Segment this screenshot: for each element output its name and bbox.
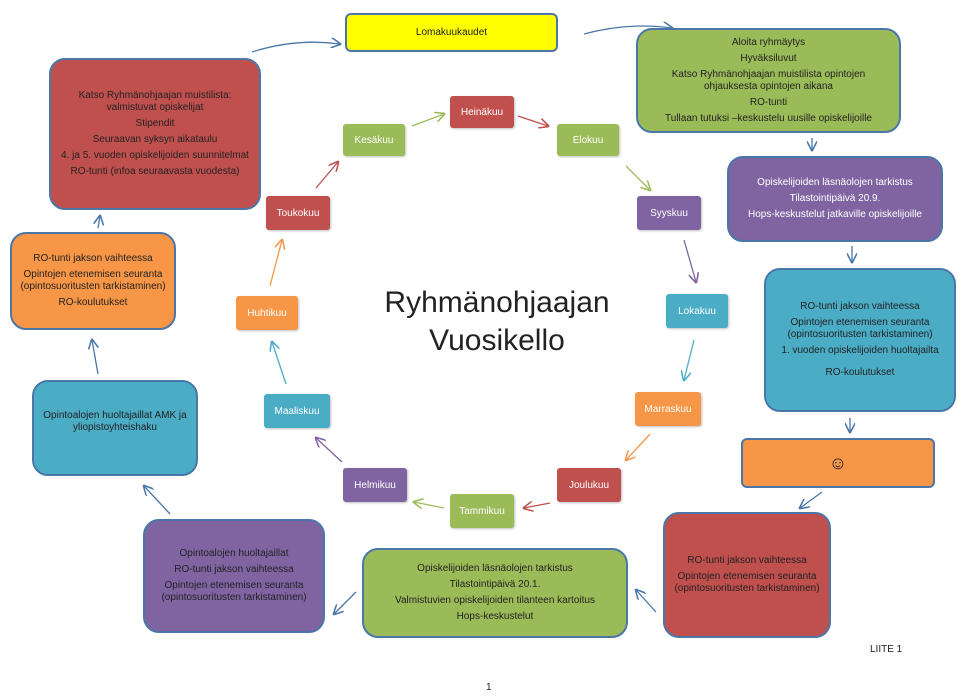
month-joulukuu: Joulukuu bbox=[557, 468, 621, 502]
toukokuu-task-5: RO-tunti (infoa seuraavasta vuodesta) bbox=[70, 166, 240, 177]
month-elokuu: Elokuu bbox=[557, 124, 619, 156]
arrow-helmikuu-maaliskuu bbox=[316, 438, 343, 463]
box-maaliskuu-tasks: Opintoalojen huoltajaillat AMK ja yliopi… bbox=[32, 380, 198, 476]
arrow-toukokuu-lomakuukaudet bbox=[251, 42, 340, 53]
diagram-title: Ryhmänohjaajan Vuosikello bbox=[372, 284, 622, 360]
elokuu-task-3: Katso Ryhmänohjaajan muistilista opintoj… bbox=[671, 68, 866, 92]
arrow-elokuu-syyskuu bbox=[625, 165, 650, 190]
arrow-maaliskuu-huhtikuu-box bbox=[92, 340, 98, 375]
box-tammikuu-tasks: Opiskelijoiden läsnäolojen tarkistus Til… bbox=[362, 548, 628, 638]
arrow-heinakuu-elokuu bbox=[517, 115, 548, 126]
arrow-huhtikuu-toukokuu-box bbox=[98, 216, 100, 229]
huhtikuu-task-1: RO-tunti jakson vaihteessa bbox=[33, 253, 153, 264]
month-marraskuu: Marraskuu bbox=[635, 392, 701, 426]
smiley-icon: ☺ bbox=[828, 453, 848, 473]
box-elokuu-tasks: Aloita ryhmäytys Hyväksiluvut Katso Ryhm… bbox=[636, 28, 901, 133]
lokakuu-task-4: RO-koulutukset bbox=[825, 367, 895, 378]
tammikuu-task-3: Valmistuvien opiskelijoiden tilanteen ka… bbox=[395, 595, 595, 606]
arrow-syyskuu-lokakuu bbox=[683, 239, 696, 282]
month-kesakuu: Kesäkuu bbox=[343, 124, 405, 156]
toukokuu-task-3: Seuraavan syksyn aikataulu bbox=[92, 134, 218, 145]
box-helmikuu-tasks: Opintoalojen huoltajaillat RO-tunti jaks… bbox=[143, 519, 325, 633]
joulukuu-task-2: Opintojen etenemisen seuranta (opintosuo… bbox=[674, 571, 820, 594]
syyskuu-task-2: Tilastointipäivä 20.9. bbox=[789, 193, 881, 204]
page-number: 1 bbox=[486, 682, 492, 693]
arrow-joulukuu-tammikuu bbox=[524, 503, 551, 508]
box-huhtikuu-tasks: RO-tunti jakson vaihteessa Opintojen ete… bbox=[10, 232, 176, 330]
arrow-maaliskuu-huhtikuu bbox=[272, 342, 287, 385]
box-syyskuu-tasks: Opiskelijoiden läsnäolojen tarkistus Til… bbox=[727, 156, 943, 242]
huhtikuu-task-3: RO-koulutukset bbox=[58, 297, 128, 308]
syyskuu-task-3: Hops-keskustelut jatkaville opiskelijoil… bbox=[748, 209, 922, 220]
maaliskuu-task-1: Opintoalojen huoltajaillat AMK ja yliopi… bbox=[43, 410, 187, 433]
title-line-2: Vuosikello bbox=[429, 324, 565, 357]
tammikuu-task-4: Hops-keskustelut bbox=[456, 611, 534, 622]
elokuu-task-4: RO-tunti bbox=[749, 96, 788, 108]
syyskuu-task-1: Opiskelijoiden läsnäolojen tarkistus bbox=[757, 177, 913, 188]
box-toukokuu-tasks: Katso Ryhmänohjaajan muistilista: valmis… bbox=[49, 58, 261, 210]
tammikuu-task-1: Opiskelijoiden läsnäolojen tarkistus bbox=[417, 563, 573, 574]
month-maaliskuu: Maaliskuu bbox=[264, 394, 330, 428]
month-tammikuu: Tammikuu bbox=[450, 494, 514, 528]
elokuu-task-2: Hyväksiluvut bbox=[740, 52, 797, 64]
box-lomakuukaudet: Lomakuukaudet bbox=[345, 13, 558, 52]
month-huhtikuu: Huhtikuu bbox=[236, 296, 298, 330]
title-line-1: Ryhmänohjaajan bbox=[384, 286, 610, 319]
arrow-marraskuu-joulukuu bbox=[626, 433, 651, 460]
elokuu-task-1: Aloita ryhmäytys bbox=[731, 36, 806, 48]
elokuu-task-5: Tullaan tutuksi –keskustelu uusille opis… bbox=[665, 112, 872, 124]
toukokuu-task-2: Stipendit bbox=[135, 118, 175, 129]
toukokuu-task-4: 4. ja 5. vuoden opiskelijoiden suunnitel… bbox=[61, 150, 249, 161]
arrow-kesakuu-heinakuu bbox=[411, 114, 444, 127]
arrow-tammikuu-helmikuu-box bbox=[334, 591, 357, 614]
box-lokakuu-tasks: RO-tunti jakson vaihteessa Opintojen ete… bbox=[764, 268, 956, 412]
arrow-marraskuu-joulukuu-box bbox=[800, 491, 823, 508]
box-lomakuukaudet-text: Lomakuukaudet bbox=[415, 26, 488, 38]
lokakuu-task-2: Opintojen etenemisen seuranta (opintosuo… bbox=[787, 317, 933, 340]
month-helmikuu: Helmikuu bbox=[343, 468, 407, 502]
arrow-tammikuu-helmikuu bbox=[414, 502, 445, 508]
toukokuu-task-1: Katso Ryhmänohjaajan muistilista: valmis… bbox=[78, 90, 232, 113]
helmikuu-task-3: Opintojen etenemisen seuranta (opintosuo… bbox=[161, 580, 307, 603]
month-syyskuu: Syyskuu bbox=[637, 196, 701, 230]
huhtikuu-task-2: Opintojen etenemisen seuranta (opintosuo… bbox=[20, 269, 166, 292]
lokakuu-task-3: 1. vuoden opiskelijoiden huoltajailta bbox=[781, 345, 939, 356]
arrow-helmikuu-maaliskuu-box bbox=[144, 486, 171, 515]
helmikuu-task-2: RO-tunti jakson vaihteessa bbox=[174, 564, 294, 575]
joulukuu-task-1: RO-tunti jakson vaihteessa bbox=[687, 555, 807, 566]
appendix-label: LIITE 1 bbox=[870, 644, 903, 655]
arrow-lokakuu-marraskuu bbox=[684, 339, 695, 380]
arrow-toukokuu-kesakuu bbox=[315, 162, 338, 189]
month-heinakuu: Heinäkuu bbox=[450, 96, 514, 128]
arrow-lomakuukaudet-elokuu bbox=[583, 26, 672, 35]
tammikuu-task-2: Tilastointipäivä 20.1. bbox=[449, 579, 541, 590]
box-marraskuu-tasks: ☺ bbox=[741, 438, 935, 488]
month-toukokuu: Toukokuu bbox=[266, 196, 330, 230]
box-joulukuu-tasks: RO-tunti jakson vaihteessa Opintojen ete… bbox=[663, 512, 831, 638]
arrow-huhtikuu-toukokuu bbox=[269, 240, 282, 287]
lokakuu-task-1: RO-tunti jakson vaihteessa bbox=[800, 301, 920, 312]
month-lokakuu: Lokakuu bbox=[666, 294, 728, 328]
arrow-joulukuu-tammikuu-box bbox=[636, 590, 657, 613]
helmikuu-task-1: Opintoalojen huoltajaillat bbox=[179, 548, 289, 559]
